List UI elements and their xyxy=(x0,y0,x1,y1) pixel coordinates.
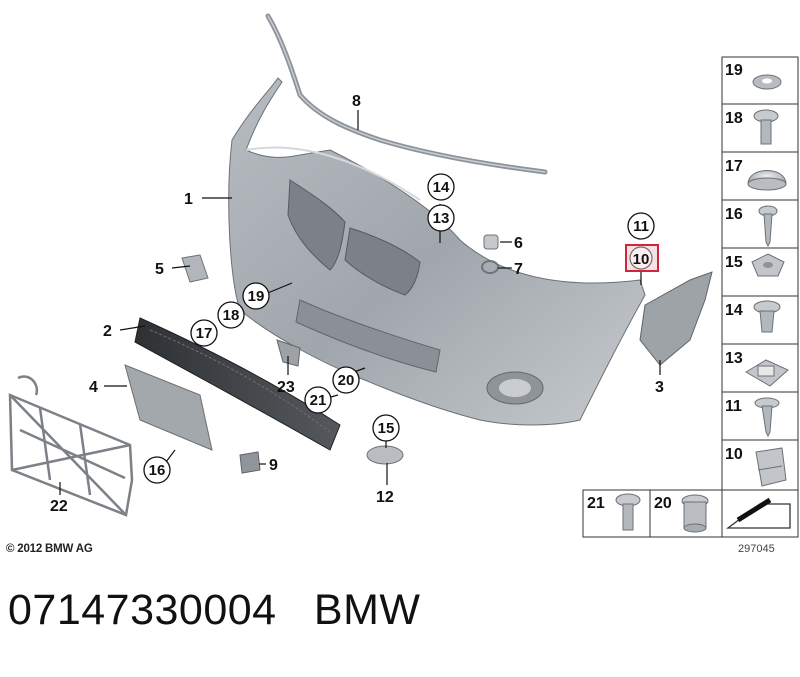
callout-22: 22 xyxy=(50,498,68,515)
callout-9: 9 xyxy=(269,457,278,474)
carrier-frame xyxy=(8,375,134,517)
fastener-legend: 19 18 17 16 15 14 13 11 10 xyxy=(721,56,799,498)
legend-item-21: 21 xyxy=(587,495,605,512)
callout-14: 14 xyxy=(433,179,450,196)
legend-item-14: 14 xyxy=(725,302,743,319)
legend-item-10: 10 xyxy=(725,446,743,463)
part-caption: 07147330004 BMW xyxy=(8,586,421,635)
callout-8: 8 xyxy=(352,93,361,110)
diagram-id: 297045 xyxy=(738,543,775,555)
callout-19: 19 xyxy=(248,288,265,305)
legend-item-15: 15 xyxy=(725,254,743,271)
lower-grille xyxy=(134,317,341,451)
cap-12 xyxy=(366,445,404,465)
callout-18: 18 xyxy=(223,307,240,324)
callout-4: 4 xyxy=(89,379,98,396)
callout-5: 5 xyxy=(155,261,164,278)
legend-item-13: 13 xyxy=(725,350,743,367)
fastener-legend-bottom: 21 20 xyxy=(582,489,799,538)
callout-11: 11 xyxy=(633,218,649,235)
clip-9 xyxy=(239,451,261,474)
callout-6: 6 xyxy=(514,235,523,252)
legend-item-18: 18 xyxy=(725,110,743,127)
callout-7: 7 xyxy=(514,261,523,278)
callout-23: 23 xyxy=(277,379,295,396)
legend-item-11: 11 xyxy=(725,398,742,415)
side-bracket xyxy=(639,271,713,366)
callout-21: 21 xyxy=(310,392,327,409)
callout-16: 16 xyxy=(149,462,166,479)
bumper-cover xyxy=(228,77,646,426)
copyright-text: © 2012 BMW AG xyxy=(6,543,93,555)
callout-2: 2 xyxy=(103,323,112,340)
legend-item-17: 17 xyxy=(725,158,743,175)
callout-3: 3 xyxy=(655,379,664,396)
part-number: 07147330004 xyxy=(8,586,277,634)
clip-5 xyxy=(181,254,209,283)
license-plate-base xyxy=(124,364,213,451)
callout-15: 15 xyxy=(378,420,395,437)
callout-12: 12 xyxy=(376,489,394,506)
trim-strip xyxy=(265,13,548,175)
legend-item-16: 16 xyxy=(725,206,743,223)
callout-1: 1 xyxy=(184,191,193,208)
brand-name: BMW xyxy=(313,586,421,634)
legend-item-20: 20 xyxy=(654,495,672,512)
callout-10: 10 xyxy=(633,251,650,268)
clip-6 xyxy=(483,234,499,250)
callout-20: 20 xyxy=(338,372,355,389)
circled-callouts xyxy=(143,173,655,484)
callout-17: 17 xyxy=(196,325,213,342)
clip-7 xyxy=(481,260,499,274)
callout-labels: 1 2 3 4 5 6 7 8 9 12 22 23 xyxy=(50,93,664,515)
callout-13: 13 xyxy=(433,210,450,227)
bracket-23 xyxy=(276,339,301,367)
legend-item-19: 19 xyxy=(725,62,743,79)
